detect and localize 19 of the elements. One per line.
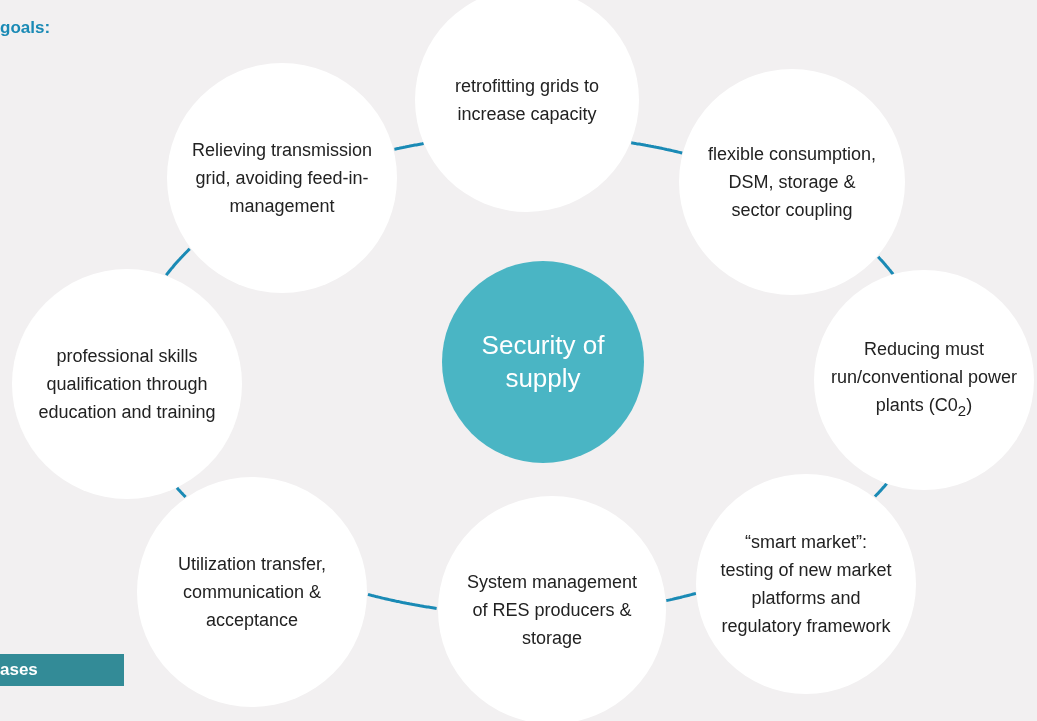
section-banner: ases — [0, 654, 124, 686]
ring-connector — [630, 141, 683, 155]
circle-text: Relieving transmission grid, avoiding feed-in-management — [190, 139, 374, 218]
circle-text: Security of supply — [480, 329, 606, 395]
ring-connector — [165, 247, 191, 277]
ring-connector — [877, 255, 895, 276]
circle-text: flexible consumption, DSM, storage & sector coupling — [706, 143, 878, 222]
ring-connector — [367, 592, 437, 610]
circle-text: professional skills qualification through education and training — [37, 345, 217, 424]
ring-connector — [394, 142, 424, 151]
ring-connector — [175, 486, 187, 499]
ring-connector — [666, 591, 697, 603]
ring-connector — [873, 482, 888, 498]
circle-text: “smart market”: testing of new market platforms and regulatory framework — [719, 531, 893, 638]
section-heading: goals: — [0, 18, 51, 38]
circle-text: Utilization transfer, communication & acceptance — [176, 553, 328, 632]
circle-text: System management of RES producers & storage — [465, 571, 639, 650]
circle-text: Reducing must run/conventional power plants (C0$_{2}$) — [829, 338, 1019, 421]
circle-text: retrofitting grids to increase capacity — [453, 75, 601, 126]
